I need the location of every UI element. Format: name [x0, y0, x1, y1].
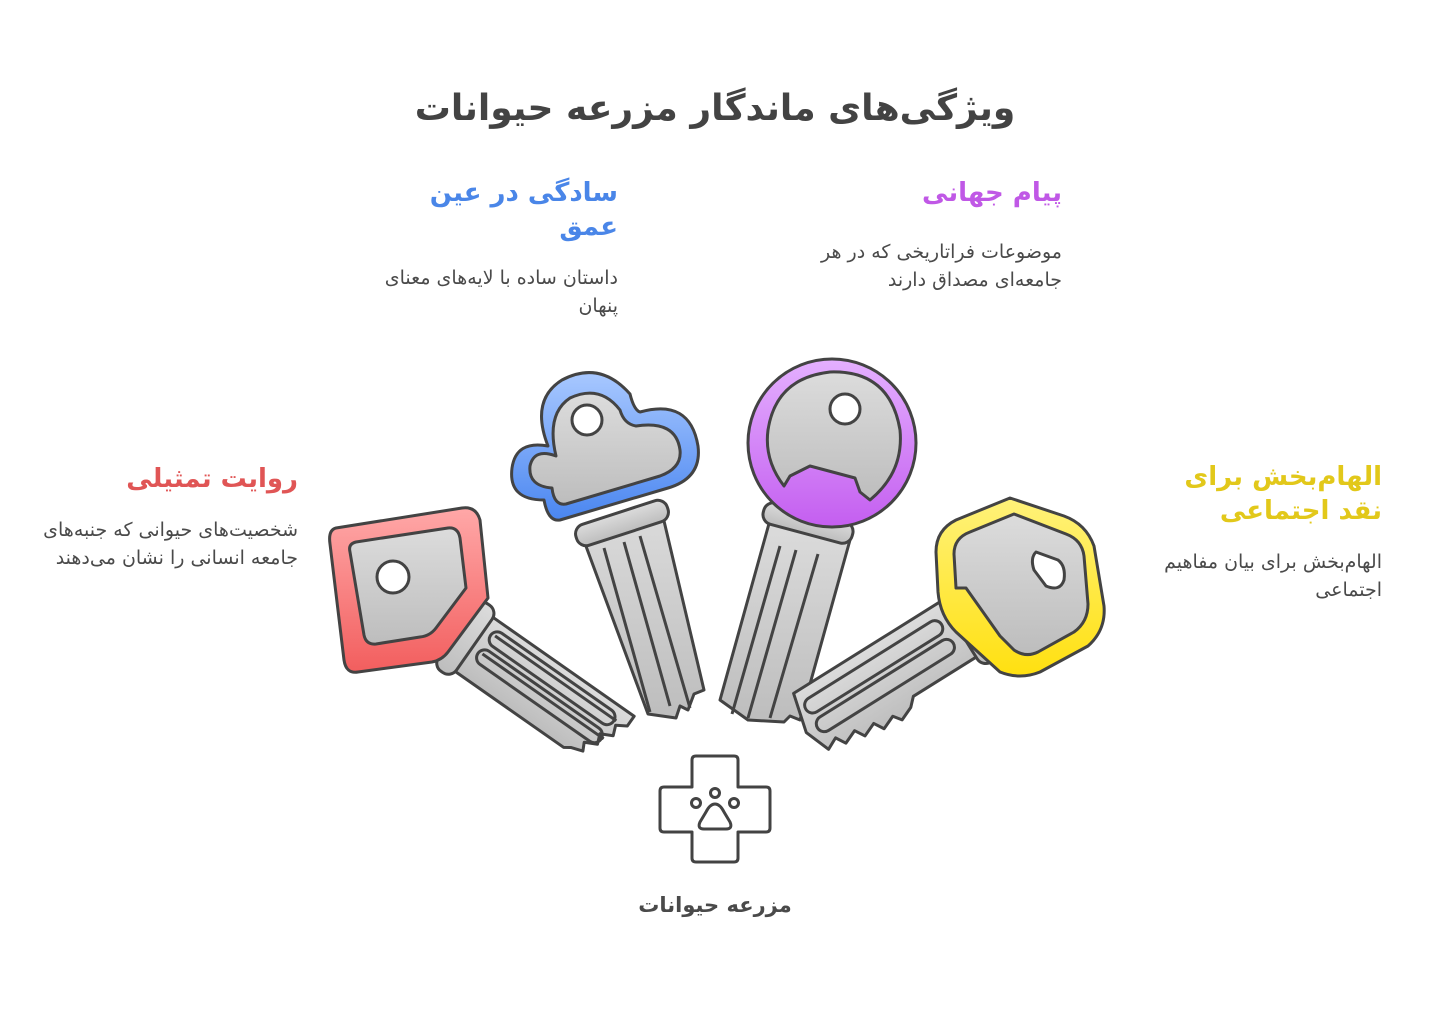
paw-cross-icon [658, 754, 772, 864]
item-heading: پیام جهانی [922, 178, 1062, 208]
item-heading: روایت تمثیلی [126, 464, 298, 494]
item-heading: الهام‌بخش برای نقد اجتماعی [1184, 462, 1382, 526]
item-social-critique: الهام‌بخش برای نقد اجتماعی الهام‌بخش برا… [1132, 460, 1382, 604]
item-description: داستان ساده با لایه‌های معنای پنهان [384, 267, 618, 317]
item-allegorical-narrative: روایت تمثیلی شخصیت‌های حیوانی که جنبه‌ها… [40, 462, 298, 572]
red-key-icon [328, 506, 636, 753]
item-simplicity-depth: سادگی در عین عمق داستان ساده با لایه‌های… [380, 176, 618, 320]
center-label: مزرعه حیوانات [638, 893, 792, 917]
page-title: ویژگی‌های ماندگار مزرعه حیوانات [414, 88, 1016, 129]
blue-key-icon [510, 371, 706, 720]
purple-key-icon [718, 357, 918, 724]
item-heading: سادگی در عین عمق [429, 178, 618, 242]
item-universal-message: پیام جهانی موضوعات فراتاریخی که در هر جا… [812, 176, 1062, 294]
yellow-key-icon [792, 496, 1106, 751]
item-description: موضوعات فراتاریخی که در هر جامعه‌ای مصدا… [821, 241, 1062, 291]
item-description: الهام‌بخش برای بیان مفاهیم اجتماعی [1164, 551, 1382, 601]
item-description: شخصیت‌های حیوانی که جنبه‌های جامعه انسان… [43, 519, 298, 569]
